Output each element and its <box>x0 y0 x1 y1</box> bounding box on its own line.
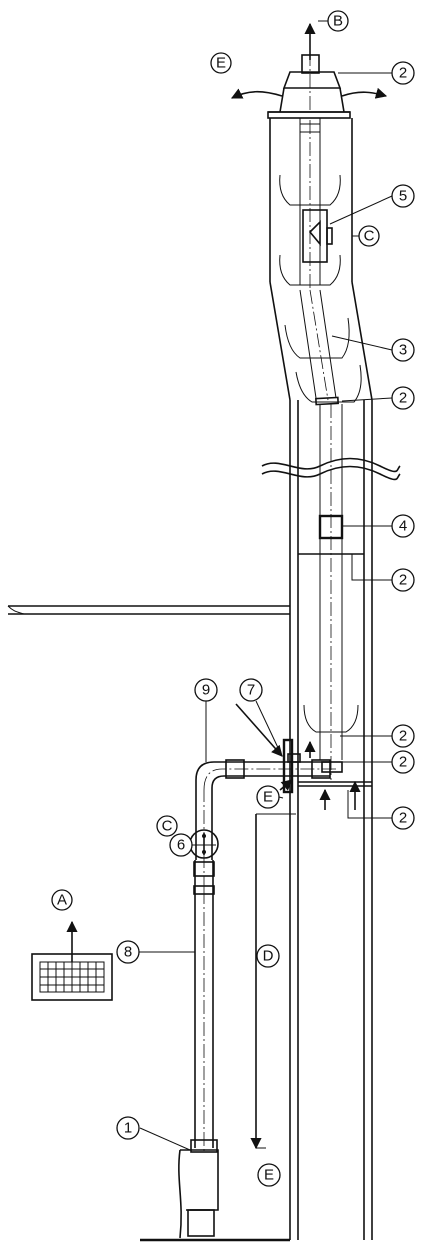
boiler <box>140 1149 290 1242</box>
leader-lines <box>139 20 393 1151</box>
callout-7: 7 <box>239 678 263 702</box>
callout-e-mid: E <box>256 785 280 809</box>
svg-text:6: 6 <box>177 837 185 854</box>
callout-2-low1: 2 <box>391 724 415 748</box>
vertical-connector <box>189 829 219 1153</box>
callout-2-bend: 2 <box>391 386 415 410</box>
callout-c-low: C <box>156 815 178 837</box>
callout-2-low3: 2 <box>391 806 415 830</box>
callout-8: 8 <box>116 940 140 964</box>
svg-text:D: D <box>263 948 274 965</box>
svg-text:2: 2 <box>399 572 407 589</box>
svg-text:E: E <box>216 55 226 72</box>
svg-text:8: 8 <box>124 944 132 961</box>
svg-text:C: C <box>162 818 173 835</box>
air-inlet-grille <box>31 920 113 1001</box>
callout-5: 5 <box>391 184 415 208</box>
svg-text:7: 7 <box>247 682 255 699</box>
connection-pipe <box>195 738 372 890</box>
flue-liner <box>279 118 364 780</box>
roof-terminal <box>230 22 388 119</box>
callout-1: 1 <box>116 1116 140 1140</box>
ceiling-slab <box>7 605 290 615</box>
svg-text:E: E <box>264 1167 274 1184</box>
svg-text:4: 4 <box>399 518 407 535</box>
discharge-arrow-left <box>230 88 283 99</box>
callout-e-bottom: E <box>257 1163 281 1187</box>
callout-2-low2: 2 <box>391 750 415 774</box>
dimension-d <box>250 813 296 1150</box>
callout-c-top: C <box>358 225 380 247</box>
callout-2-cap: 2 <box>391 61 415 85</box>
svg-text:A: A <box>57 892 67 909</box>
svg-text:2: 2 <box>399 810 407 827</box>
callout-d: D <box>256 944 280 968</box>
svg-text:B: B <box>333 13 343 30</box>
callout-3: 3 <box>391 338 415 362</box>
svg-text:5: 5 <box>399 188 407 205</box>
callout-6: 6 <box>169 833 193 857</box>
callout-b: B <box>327 10 349 32</box>
svg-text:2: 2 <box>399 390 407 407</box>
svg-text:2: 2 <box>399 728 407 745</box>
callout-2-mid: 2 <box>391 568 415 592</box>
svg-text:2: 2 <box>399 754 407 771</box>
discharge-arrow-right <box>341 87 388 99</box>
svg-text:9: 9 <box>202 682 210 699</box>
chimney-shaft <box>269 118 373 1240</box>
svg-text:1: 1 <box>124 1120 132 1137</box>
callout-4: 4 <box>391 514 415 538</box>
svg-text:3: 3 <box>399 342 407 359</box>
break-lines <box>261 457 401 481</box>
svg-text:E: E <box>263 789 273 806</box>
callout-a: A <box>51 889 73 911</box>
callout-e-top: E <box>210 52 232 74</box>
svg-text:C: C <box>364 228 375 245</box>
callout-9: 9 <box>194 678 218 702</box>
svg-text:2: 2 <box>399 65 407 82</box>
